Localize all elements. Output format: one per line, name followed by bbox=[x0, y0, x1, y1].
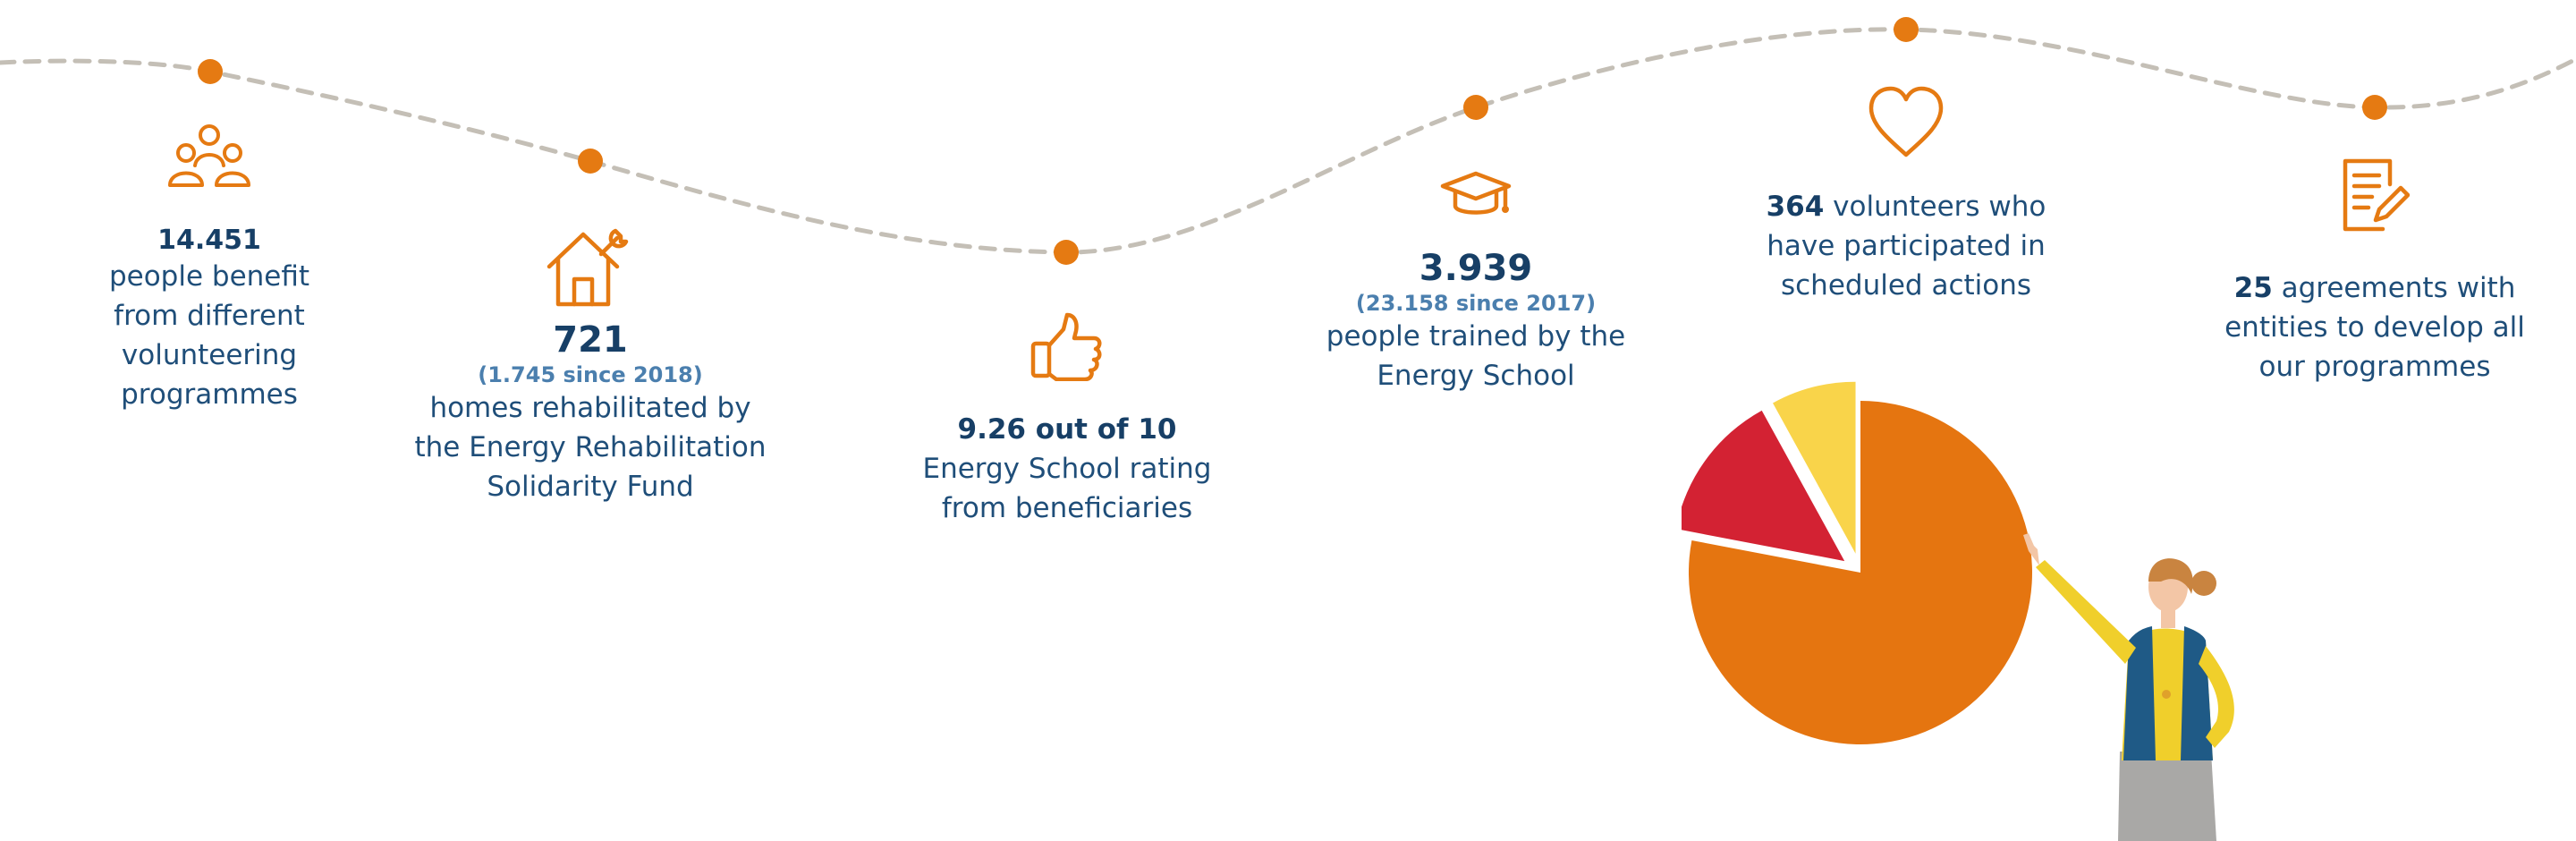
milestone-number: 721 bbox=[553, 319, 628, 361]
document-edit-icon bbox=[2343, 158, 2410, 232]
milestone-number: 14.451 bbox=[157, 225, 261, 256]
milestone-text: 9.26 out of 10 Energy School rating from… bbox=[906, 410, 1228, 528]
timeline-dot bbox=[1054, 240, 1079, 265]
milestone-text: 25 agreements with entities to develop a… bbox=[2218, 268, 2531, 387]
milestone-number: 25 bbox=[2233, 272, 2273, 304]
timeline-dot bbox=[198, 59, 223, 84]
milestone-since: (1.745 since 2018) bbox=[478, 362, 703, 387]
pie-slice-red bbox=[1682, 410, 1845, 562]
pie-chart-slices bbox=[1682, 381, 2032, 744]
milestone-agreements: 25 agreements with entities to develop a… bbox=[2214, 157, 2536, 387]
heart-icon bbox=[1868, 86, 1944, 157]
milestone-text: people trained by the Energy School bbox=[1326, 320, 1626, 392]
timeline-dot bbox=[1463, 95, 1488, 120]
milestone-description: agreements with entities to develop all … bbox=[2224, 272, 2525, 383]
milestone-number: 3.939 bbox=[1419, 248, 1533, 289]
milestone-volunteers: 364 volunteers who have participated in … bbox=[1745, 85, 2067, 305]
milestone-school-rating: 9.26 out of 10 Energy School rating from… bbox=[897, 310, 1237, 528]
milestone-text: 364 volunteers who have participated in … bbox=[1763, 187, 2049, 305]
milestone-text: homes rehabilitated by the Energy Rehabi… bbox=[414, 392, 767, 503]
timeline-dot bbox=[2362, 95, 2387, 120]
graduation-cap-icon bbox=[1440, 171, 1512, 215]
milestone-people-benefit: 14.451 people benefit from different vol… bbox=[75, 121, 343, 414]
pie-slice-orange bbox=[1689, 401, 2032, 744]
people-group-icon bbox=[168, 124, 250, 187]
timeline-dot bbox=[578, 149, 603, 174]
timeline-dashed-line bbox=[0, 27, 2576, 255]
milestone-description: Energy School rating from beneficiaries bbox=[922, 453, 1212, 524]
pie-slice-yellow bbox=[1773, 381, 1856, 554]
milestone-people-trained: 3.939 (23.158 since 2017) people trained… bbox=[1288, 170, 1664, 395]
milestone-homes-rehabilitated: 721 (1.745 since 2018) homes rehabilitat… bbox=[402, 222, 778, 506]
milestone-text: people benefit from different volunteeri… bbox=[108, 260, 310, 411]
milestone-number: 9.26 out of 10 bbox=[957, 413, 1177, 446]
timeline-dot bbox=[1894, 17, 1919, 42]
thumbs-up-icon bbox=[1030, 312, 1102, 381]
milestone-since: (23.158 since 2017) bbox=[1355, 291, 1597, 316]
milestone-number: 364 bbox=[1766, 191, 1825, 223]
person-illustration bbox=[2023, 533, 2234, 841]
pie-chart-illustration bbox=[1682, 381, 2234, 841]
home-repair-icon bbox=[547, 228, 629, 307]
milestone-description: volunteers who have participated in sche… bbox=[1767, 191, 2046, 302]
